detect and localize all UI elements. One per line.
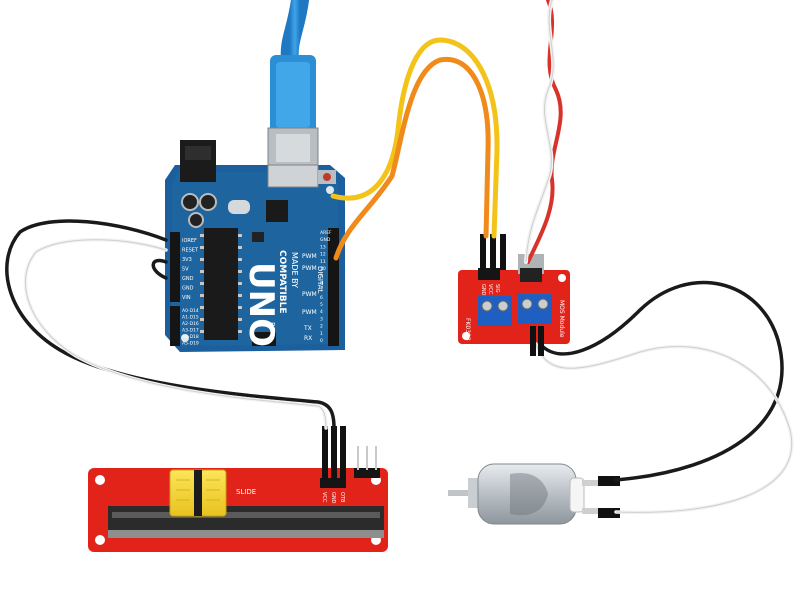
icsp-label: ICSP xyxy=(262,352,268,363)
pin-label: 9 xyxy=(320,273,323,279)
pin-label: 5V xyxy=(182,267,189,273)
pin-label: A5-D19 xyxy=(182,341,199,347)
pin-label: 11 xyxy=(320,259,326,265)
capacitor xyxy=(181,193,199,211)
capacitor xyxy=(199,193,217,211)
pin-label: A3-D17 xyxy=(182,328,199,334)
power-header-labels: IOREF RESET 3V3 5V GND GND VIN xyxy=(182,238,199,301)
digital-title-text: DIGITAL xyxy=(316,266,324,293)
pin-label: 2 xyxy=(320,324,323,330)
icsp-header xyxy=(252,332,276,346)
pin-label: 6 xyxy=(320,295,323,301)
wire-black-motor xyxy=(538,280,784,482)
crystal xyxy=(228,200,250,214)
model-text: R3 xyxy=(268,322,276,331)
pwm-label: PWM xyxy=(302,309,317,316)
terminal-block-right xyxy=(518,294,552,324)
pin-label: 5 xyxy=(320,302,323,308)
analog-header xyxy=(170,306,180,346)
pin-label: 10 xyxy=(320,266,326,272)
wires xyxy=(5,0,794,515)
mosfet-pin-header xyxy=(478,268,500,280)
pin-label: GND xyxy=(320,237,331,243)
pin-label: GND xyxy=(182,276,194,282)
capacitor xyxy=(188,212,204,228)
digital-header xyxy=(328,228,339,346)
slider-name-text: SLIDE xyxy=(236,488,256,496)
tx-label: TX xyxy=(303,325,312,332)
rx-label: RX xyxy=(304,335,312,342)
mosfet-pin-label: VCC xyxy=(487,284,493,295)
slider-pin-label: OTB xyxy=(339,492,345,503)
maker-text: COMPATIBLE xyxy=(277,250,287,313)
microcontroller-chip xyxy=(204,228,238,340)
dc-motor xyxy=(448,463,620,525)
pwm-label: PWM xyxy=(302,265,317,272)
usb-chip xyxy=(266,200,288,222)
slider-pin-header-left xyxy=(320,478,346,488)
pin-label: AREF xyxy=(320,230,332,236)
slider-track xyxy=(108,506,384,534)
wire-white-top xyxy=(524,0,556,264)
pin-label: 3V3 xyxy=(182,257,192,263)
made-by-text: MADE BY xyxy=(290,252,299,288)
usb-cable xyxy=(267,0,319,171)
pin-label: 0 xyxy=(320,338,323,344)
terminal-block-left xyxy=(478,296,512,326)
mosfet-pin-label: GND xyxy=(480,284,486,296)
wire-orange xyxy=(333,56,491,261)
pin-label: 8 xyxy=(320,280,323,286)
slider-pin-label: VCC xyxy=(321,492,327,503)
mosfet-pin-label: SIG xyxy=(494,284,500,293)
pin-label: 3 xyxy=(320,316,323,322)
mosfet-name-text: MOS Module xyxy=(558,300,565,338)
pwm-label: PWM xyxy=(302,291,317,298)
slider-pin-label: GND xyxy=(330,492,336,504)
pin-label: GND xyxy=(182,286,194,292)
power-header xyxy=(170,232,180,302)
pwm-label: PWM xyxy=(302,253,317,260)
pin-label: IOREF xyxy=(182,238,197,244)
pin-label: 7 xyxy=(320,288,323,294)
pin-label: RESET xyxy=(182,248,199,254)
pin-label: 4 xyxy=(320,309,323,315)
pin-label: 12 xyxy=(320,252,326,258)
slider-pin-header-right xyxy=(354,468,380,478)
wire-black-slider xyxy=(5,219,336,430)
wire-yellow xyxy=(330,37,500,239)
uno-logo-text: UNO xyxy=(241,262,281,347)
usb-socket xyxy=(267,164,319,188)
motor-shaft xyxy=(448,490,472,496)
arduino-board: MADE BY COMPATIBLE UNO R3 DIGITAL PWM PW… xyxy=(165,140,345,363)
pin-label: VIN xyxy=(182,295,191,301)
mosfet-code-text: FK0303 xyxy=(464,318,471,341)
pin-label: A1-D15 xyxy=(182,315,199,321)
pin-label: 1 xyxy=(320,331,323,337)
pin-label: A4-D18 xyxy=(182,334,199,340)
pin-label: 13 xyxy=(320,244,326,250)
pin-label: A0-D14 xyxy=(182,308,199,314)
pin-label: A2-D16 xyxy=(182,321,199,327)
